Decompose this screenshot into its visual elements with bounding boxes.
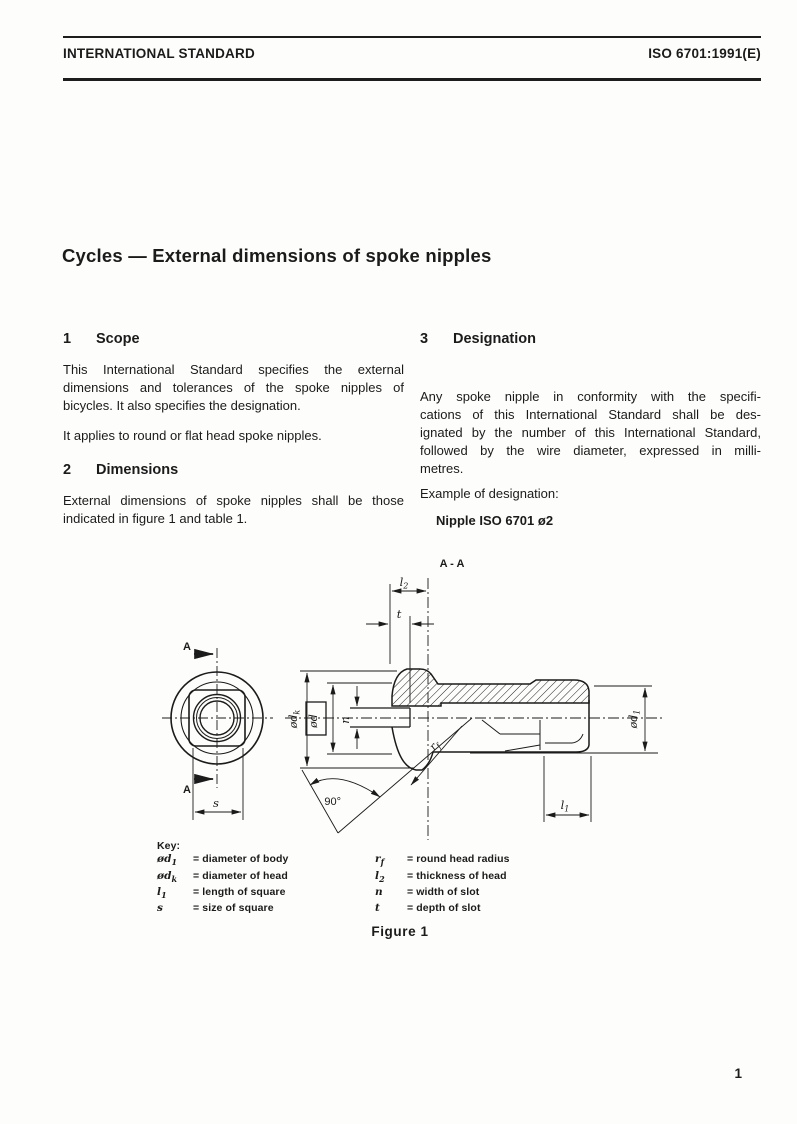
figure-key: Key: ød1= diameter of body ødk= diameter…: [157, 840, 607, 919]
designation-heading: 3 Designation: [420, 330, 761, 348]
label-dk: ødk: [287, 710, 302, 730]
label-n: n: [338, 716, 352, 723]
designation-heading-number: 3: [420, 331, 429, 347]
angle-arc: [309, 777, 381, 798]
key-item: l1= length of square: [157, 886, 286, 901]
flange-circle: [180, 681, 254, 755]
dimensions-heading-number: 2: [63, 462, 72, 478]
sectioned-wall: [391, 668, 590, 707]
square-entry-chamfer: [504, 744, 541, 752]
label-a-bottom: A: [183, 784, 191, 796]
front-view: [162, 648, 273, 820]
left-column: 1 Scope This International Standard spec…: [63, 330, 404, 528]
label-d1: ød1: [627, 710, 642, 730]
header-right-text: ISO 6701:1991(E): [648, 46, 761, 61]
section-view: [285, 578, 662, 840]
figure-1-container: A A s: [130, 548, 675, 848]
label-angle-90: 90°: [324, 796, 341, 808]
rf-leader: [410, 725, 463, 786]
label-section-aa: A - A: [440, 558, 465, 570]
label-a-top: A: [183, 641, 191, 653]
figure-1-drawing: A A s: [162, 558, 662, 840]
label-l2: l2: [400, 575, 409, 591]
document-title: Cycles — External dimensions of spoke ni…: [62, 245, 492, 267]
key-column-right: rf= round head radius l2= thickness of h…: [375, 853, 607, 919]
label-l1: l1: [561, 798, 570, 814]
thread-ring-middle: [196, 697, 238, 739]
figure-caption: Figure 1: [371, 924, 429, 939]
scope-heading-number: 1: [63, 331, 72, 347]
dimensions-heading-label: Dimensions: [96, 462, 179, 478]
body-outline-right: [433, 700, 590, 753]
label-t: t: [397, 607, 402, 621]
thread-ring-outer: [192, 693, 242, 743]
page-number: 1: [734, 1066, 742, 1081]
header-left-text: INTERNATIONAL STANDARD: [63, 46, 255, 61]
right-column: 3 Designation Any spoke nipple in confor…: [420, 330, 761, 530]
header-rule-top: [63, 36, 761, 38]
key-item: t= depth of slot: [375, 902, 481, 915]
page-header: INTERNATIONAL STANDARD ISO 6701:1991(E): [63, 46, 761, 61]
scope-heading: 1 Scope: [63, 330, 404, 348]
label-s: s: [213, 796, 219, 810]
header-rule-bottom: [63, 78, 761, 81]
key-item: s= size of square: [157, 902, 274, 915]
bore-circle: [199, 700, 235, 736]
dimensions-heading: 2 Dimensions: [63, 461, 404, 479]
d-label-box: [305, 701, 327, 736]
designation-heading-label: Designation: [453, 331, 536, 347]
key-item: ødk= diameter of head: [157, 869, 288, 884]
designation-example-value: Nipple ISO 6701 ø2: [436, 513, 554, 528]
key-column-left: ød1= diameter of body ødk= diameter of h…: [157, 853, 375, 919]
square-bore-corner: [571, 733, 584, 744]
designation-example-label: Example of designation:: [420, 486, 559, 501]
round-head-arc: [391, 726, 434, 771]
key-item: rf= round head radius: [375, 853, 510, 868]
key-item: n= width of slot: [375, 886, 480, 899]
head-outer-circle: [170, 671, 264, 765]
label-d-boxed: ød: [307, 714, 320, 729]
scope-heading-label: Scope: [96, 331, 140, 347]
angle-line-right: [337, 717, 473, 834]
angle-line-left: [301, 769, 339, 834]
scope-paragraph-1: This International Standard specifies th…: [63, 362, 404, 413]
square-profile: [188, 689, 246, 747]
key-item: ød1= diameter of body: [157, 853, 289, 868]
dimensions-paragraph-1: External dimensions of spoke nipples sha…: [63, 493, 404, 526]
key-title: Key:: [157, 840, 181, 852]
bore-chamfer: [481, 719, 501, 735]
designation-paragraph-1: Any spoke nipple in conformity with the …: [420, 389, 761, 476]
scope-paragraph-2: It applies to round or flat head spoke n…: [63, 428, 322, 443]
key-item: l2= thickness of head: [375, 869, 507, 884]
